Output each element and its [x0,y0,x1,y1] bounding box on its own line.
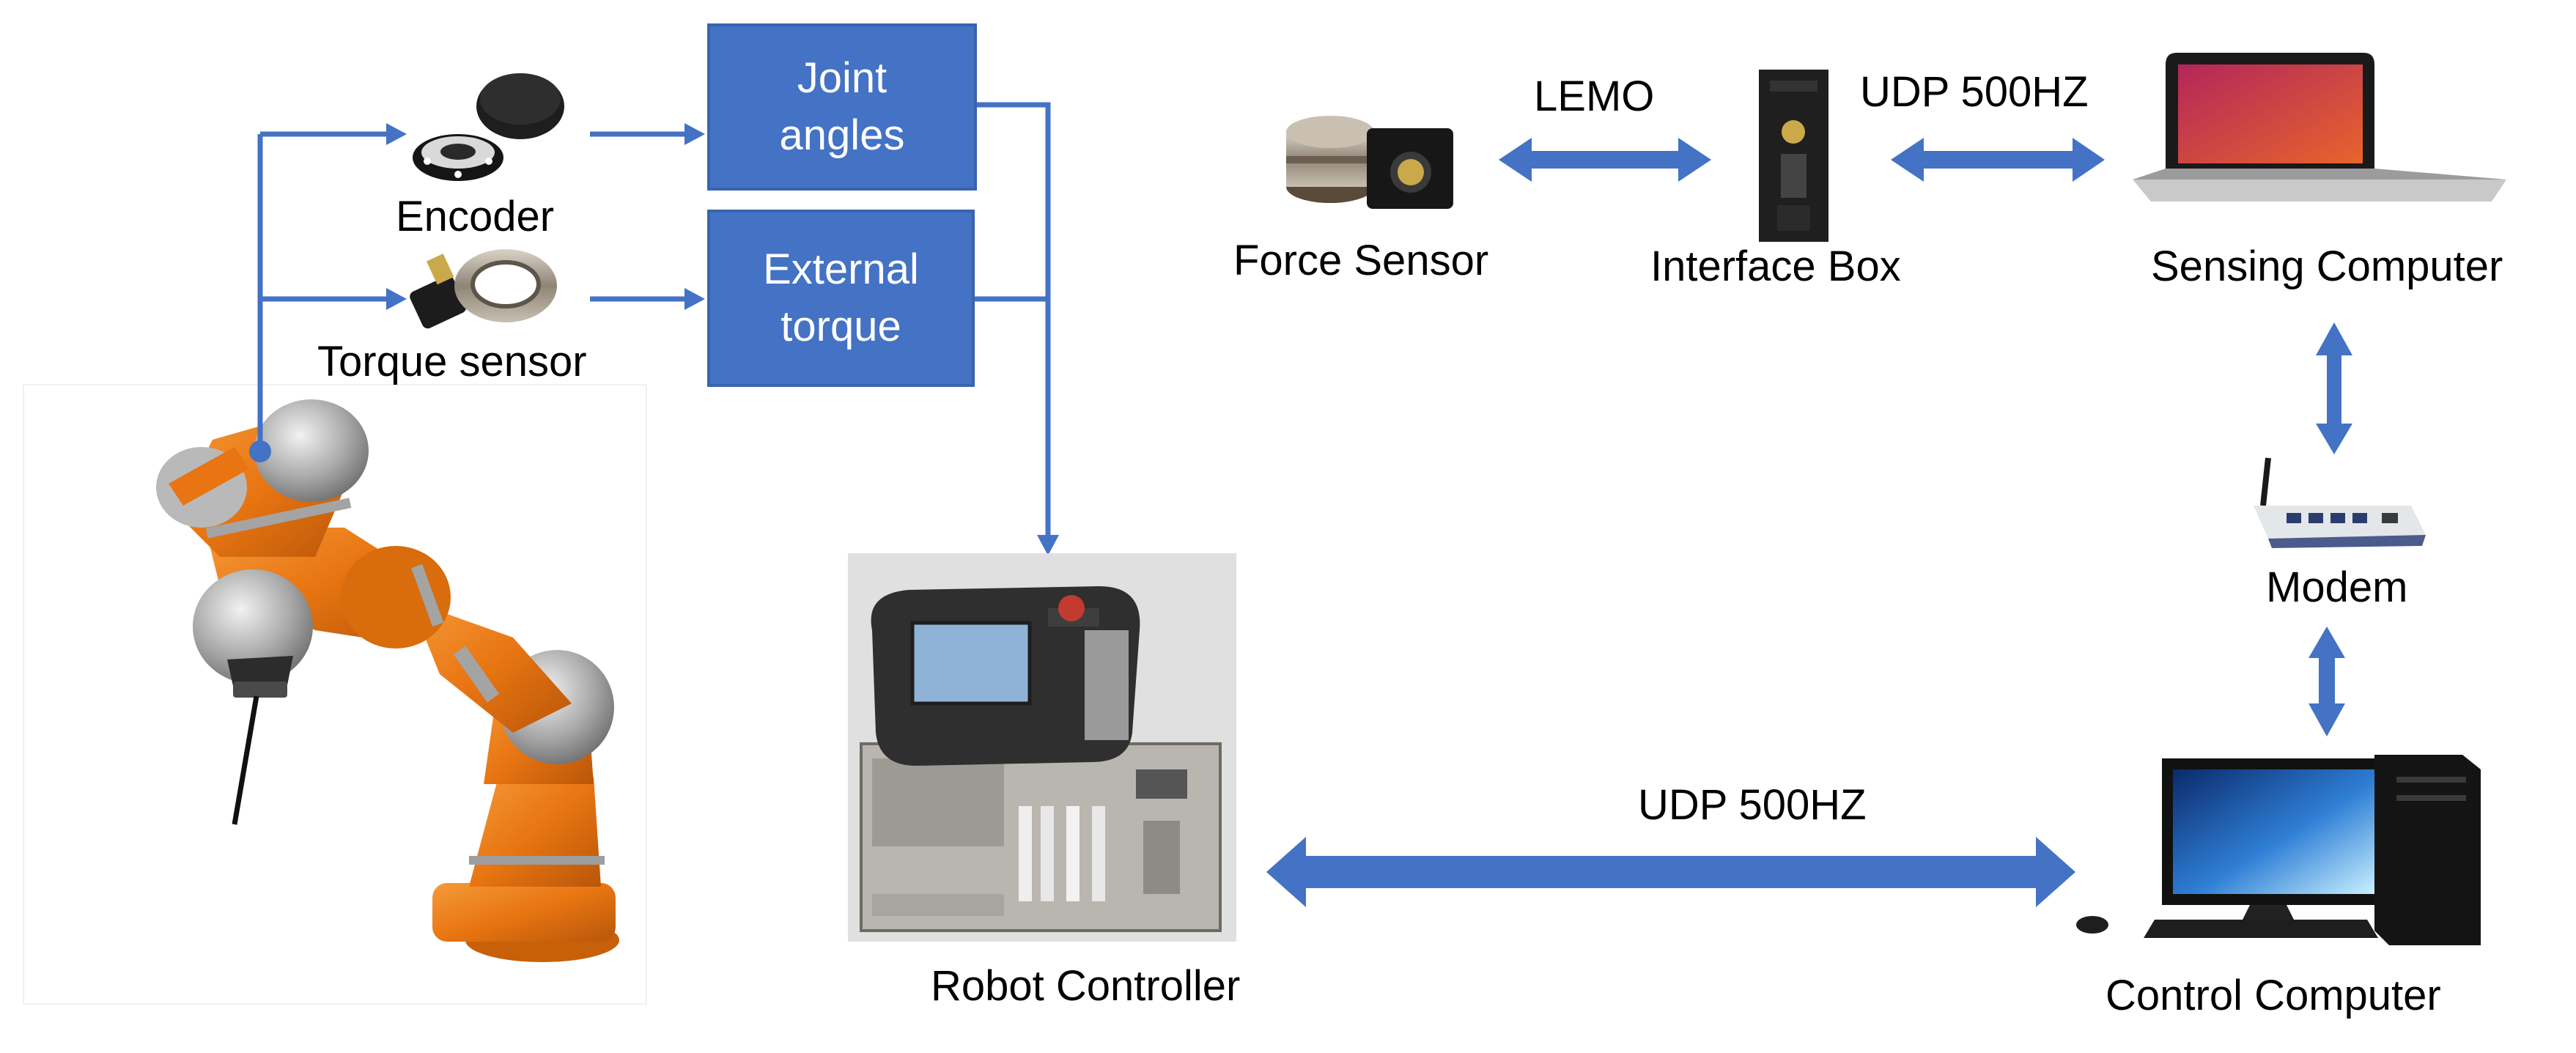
encoder-label: Encoder [396,193,555,240]
udp-bottom-link-label: UDP 500HZ [1638,781,1867,829]
torque-sensor-image [410,249,557,329]
control-computer-label: Control Computer [2106,972,2441,1019]
external-torque-block: External torque [707,210,975,387]
sensing-computer-label: Sensing Computer [2151,243,2503,290]
modem-label: Modem [2266,564,2408,611]
torque-sensor-label: Torque sensor [317,338,587,385]
desktop-computer-image [2076,755,2481,945]
robot-controller-label: Robot Controller [931,962,1241,1010]
udp-top-link-label: UDP 500HZ [1860,68,2089,116]
joint-angles-text: Joint angles [779,53,905,159]
lemo-link-label: LEMO [1534,73,1655,120]
robot-arm-image [23,384,647,1005]
encoder-image [413,73,564,181]
robot-controller-image [848,553,1236,942]
modem-image [2254,457,2426,548]
link-arrows [1266,138,2352,907]
joint-angles-block: Joint angles [707,23,977,191]
force-sensor-image [1286,116,1453,209]
joint-tap-dot [249,440,271,462]
laptop-image [2133,53,2506,202]
external-torque-text: External torque [763,245,919,350]
interface-box-label: Interface Box [1650,243,1901,290]
force-sensor-label: Force Sensor [1233,237,1489,284]
arrowheads-small [386,123,1059,555]
interface-box-image [1759,70,1828,242]
sensor-feedback-lines [257,102,1051,539]
